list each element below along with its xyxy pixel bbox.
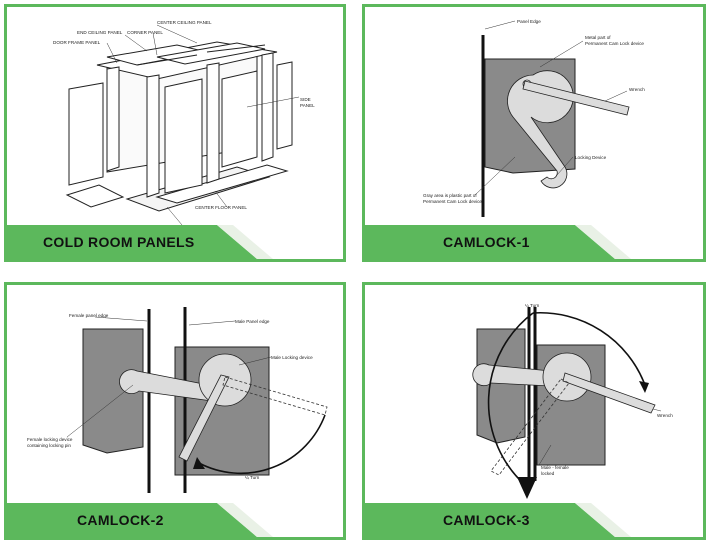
label-door-frame: DOOR FRAME PANEL: [53, 40, 101, 45]
label-male-female-2: locked: [541, 471, 555, 476]
camlock-2-diagram: Female panel edge Male Panel edge Male L…: [27, 307, 328, 493]
panel-title: CAMLOCK-3: [443, 512, 530, 528]
title-banner: CAMLOCK-2: [7, 503, 343, 537]
side-panel-shape: [221, 70, 258, 168]
quarter-turn-arrow-top: [532, 311, 646, 386]
camlock-1-diagram: Panel Edge Metal part of Permanent Cam L…: [423, 19, 645, 217]
label-gray-area-2: Permanent Cam Lock device: [423, 199, 482, 204]
quarter-turn-arrow-left: [487, 312, 534, 486]
title-banner: CAMLOCK-1: [365, 225, 703, 259]
wrench-shape-dashed: [490, 378, 570, 476]
label-side-1: SIDE: [300, 97, 311, 102]
wrench-shape-down: [178, 374, 230, 462]
wrench-shape: [522, 80, 630, 116]
cold-room-panels-card: CENTER CEILING PANEL END CEILING PANEL D…: [4, 4, 346, 262]
camlock-3-diagram: ¼ Turn Wrench Male - female locked: [472, 303, 673, 499]
title-banner: CAMLOCK-3: [365, 503, 703, 537]
label-male-edge: Male Panel edge: [235, 319, 270, 324]
corner-panel-shape: [106, 66, 120, 172]
camlock-3-card: ¼ Turn Wrench Male - female locked CAMLO…: [362, 282, 706, 540]
label-metal-part-2: Permanent Cam Lock device: [585, 41, 644, 46]
label-metal-part-1: Metal part of: [585, 35, 611, 40]
banner-shape: [7, 503, 273, 537]
label-locking-device: Locking Device: [575, 155, 607, 160]
label-quarter-turn: ¼ Turn: [525, 303, 540, 308]
cold-room-diagram: CENTER CEILING PANEL END CEILING PANEL D…: [53, 20, 315, 234]
camlock-2-card: Female panel edge Male Panel edge Male L…: [4, 282, 346, 540]
female-hook-shape: [119, 369, 230, 404]
label-corner: CORNER PANEL: [127, 30, 163, 35]
banner-shape: [365, 225, 631, 259]
female-panel-shape: [82, 328, 144, 454]
camlock-1-card: Panel Edge Metal part of Permanent Cam L…: [362, 4, 706, 262]
door-frame-panel-shape: [68, 82, 104, 186]
quarter-turn-arrow: [198, 414, 326, 475]
banner-shape: [7, 225, 273, 259]
label-female-edge: Female panel edge: [69, 313, 109, 318]
label-male-locking: Male Locking device: [271, 355, 313, 360]
locking-device-shape: [507, 70, 574, 189]
banner-shape: [365, 503, 631, 537]
label-male-female-1: Male - female: [541, 465, 569, 470]
label-gray-area-1: Gray area is plastic part of: [423, 193, 477, 198]
label-female-locking-1: Female locking device: [27, 437, 73, 442]
panel-title: CAMLOCK-1: [443, 234, 530, 250]
panel-title: CAMLOCK-2: [77, 512, 164, 528]
title-banner: COLD ROOM PANELS: [7, 225, 343, 259]
down-arrow-head: [517, 477, 537, 499]
label-wrench: Wrench: [657, 413, 673, 418]
label-end-ceiling: END CEILING PANEL: [77, 30, 123, 35]
label-quarter-turn: ¼ Turn: [245, 475, 260, 480]
label-side-2: PANEL: [300, 103, 315, 108]
label-center-floor: CENTER FLOOR PANEL: [195, 205, 247, 210]
label-female-locking-2: containing locking pin: [27, 443, 71, 448]
label-center-ceiling: CENTER CEILING PANEL: [157, 20, 212, 25]
label-panel-edge: Panel Edge: [517, 19, 541, 24]
label-wrench: Wrench: [629, 87, 645, 92]
panel-title: COLD ROOM PANELS: [43, 234, 195, 250]
wrench-shape-dashed: [222, 376, 328, 416]
wrench-shape: [562, 372, 656, 414]
